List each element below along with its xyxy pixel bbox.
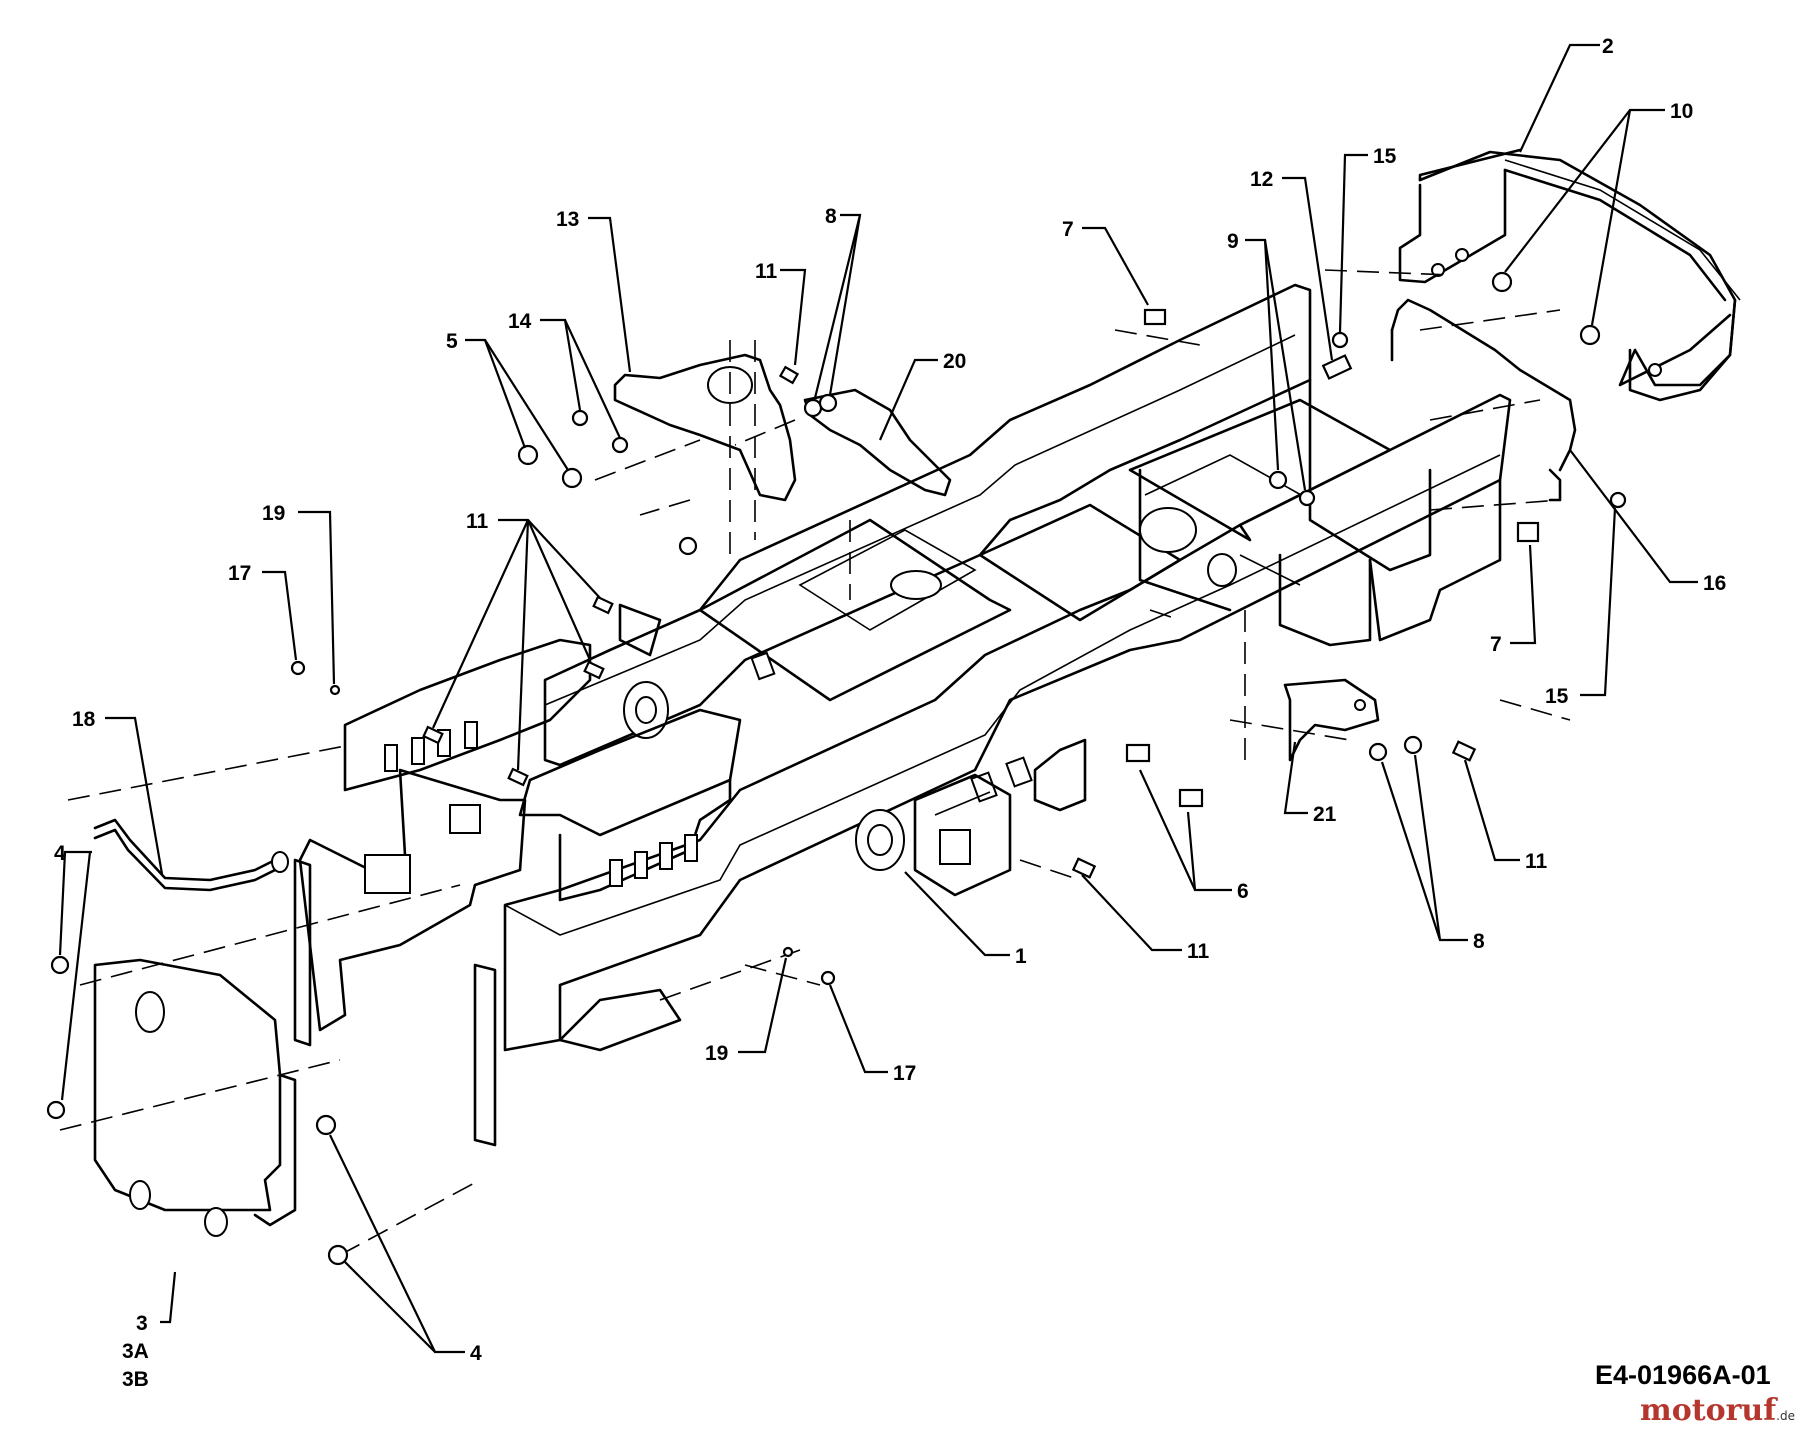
- bolt-6b: [1178, 788, 1204, 808]
- nut-4d: [327, 1244, 349, 1266]
- spring-12: [1321, 354, 1353, 380]
- nut-8c: [1368, 742, 1388, 762]
- washer-14a: [571, 409, 589, 427]
- nut-8a: [803, 398, 823, 418]
- bolt-4a: [50, 955, 70, 975]
- callout-8-bottom: 8: [1473, 930, 1485, 953]
- rear-bumper: [1398, 148, 1741, 402]
- bolt-17-front: [820, 970, 836, 986]
- brand-name: motoruf: [1640, 1393, 1777, 1428]
- callout-13: 13: [556, 208, 579, 231]
- callout-1: 1: [1015, 945, 1027, 968]
- callout-18: 18: [72, 708, 96, 731]
- washer-19-front: [782, 946, 794, 958]
- callout-16: 16: [1703, 572, 1726, 595]
- callout-7-right: 7: [1490, 633, 1502, 656]
- callout-11-right: 11: [1525, 850, 1548, 873]
- callout-17-left: 17: [228, 562, 251, 585]
- bolt-7-top: [1143, 308, 1167, 326]
- callout-20: 20: [943, 350, 966, 373]
- callout-4-left: 4: [54, 842, 66, 865]
- clip-11-top: [778, 365, 800, 385]
- diagram-code: E4-01966A-01: [1595, 1360, 1771, 1390]
- callout-7-top: 7: [1062, 218, 1074, 241]
- callout-6: 6: [1237, 880, 1249, 903]
- callout-11-top: 11: [755, 260, 778, 283]
- callout-12: 12: [1250, 168, 1273, 191]
- callout-11-front: 11: [1187, 940, 1210, 963]
- assembly-lines: [59, 269, 1571, 1256]
- dash-panel-right: [518, 708, 742, 902]
- callout-4-bottom: 4: [470, 1342, 482, 1365]
- nut-10b: [1579, 324, 1601, 346]
- nut-5a: [517, 444, 539, 466]
- callout-14: 14: [508, 310, 532, 333]
- nut-4c: [315, 1114, 337, 1136]
- brand-tld: .de: [1776, 1409, 1795, 1423]
- bolt-15-right: [1609, 491, 1627, 509]
- callout-15-top: 15: [1373, 145, 1397, 168]
- nut-5b: [561, 467, 583, 489]
- clip-11-front: [1071, 857, 1097, 879]
- callout-15-right: 15: [1545, 685, 1569, 708]
- leader-lines: [58, 43, 1698, 1354]
- bracket-21: [1283, 678, 1380, 762]
- nut-10a: [1491, 271, 1513, 293]
- washer-14b: [611, 436, 629, 454]
- callout-3: 3: [136, 1312, 148, 1335]
- callout-9: 9: [1227, 230, 1239, 253]
- clip-11-c: [422, 725, 444, 745]
- callout-10: 10: [1670, 100, 1693, 123]
- front-bumper-rod: [93, 818, 289, 892]
- front-strut-left: [293, 858, 497, 1147]
- callout-11-cluster: 11: [466, 510, 489, 533]
- bracket-20: [803, 388, 952, 497]
- bolt-6a: [1125, 743, 1151, 763]
- rear-rod: [1390, 298, 1577, 502]
- callouts: 1 2 3 3A 3B 4 4 5 6 7 7 8 8 9 10 11 11 1…: [54, 35, 1726, 1391]
- nut-8d: [1403, 735, 1423, 755]
- callout-17-front: 17: [893, 1062, 916, 1085]
- callout-8-top: 8: [825, 205, 837, 228]
- callout-3a: 3A: [122, 1340, 149, 1363]
- callout-5: 5: [446, 330, 458, 353]
- clip-11-a: [592, 595, 614, 615]
- clip-11-d: [507, 767, 529, 787]
- callout-3b: 3B: [122, 1368, 149, 1391]
- callout-19-front: 19: [705, 1042, 728, 1065]
- nut-9b: [1298, 489, 1316, 507]
- bracket-13: [613, 353, 797, 502]
- front-plate: [93, 958, 297, 1237]
- callout-2: 2: [1602, 35, 1614, 58]
- washer-19-left: [329, 684, 341, 696]
- hardware: [46, 271, 1627, 1266]
- bolt-15-top: [1331, 331, 1349, 349]
- dash-panel-left: [298, 638, 592, 1032]
- nut-9a: [1268, 470, 1288, 490]
- nut-8b: [818, 393, 838, 413]
- callout-19-left: 19: [262, 502, 285, 525]
- nut-mid: [678, 536, 698, 556]
- brand-logo: motoruf.de: [1640, 1393, 1795, 1428]
- clip-11-right: [1451, 740, 1477, 762]
- bolt-4b: [46, 1100, 66, 1120]
- clip-11-b: [583, 660, 605, 680]
- main-frame: [503, 283, 1512, 1052]
- callout-21: 21: [1313, 803, 1337, 826]
- bolt-17-left: [290, 660, 306, 676]
- bolt-7-right: [1516, 521, 1540, 543]
